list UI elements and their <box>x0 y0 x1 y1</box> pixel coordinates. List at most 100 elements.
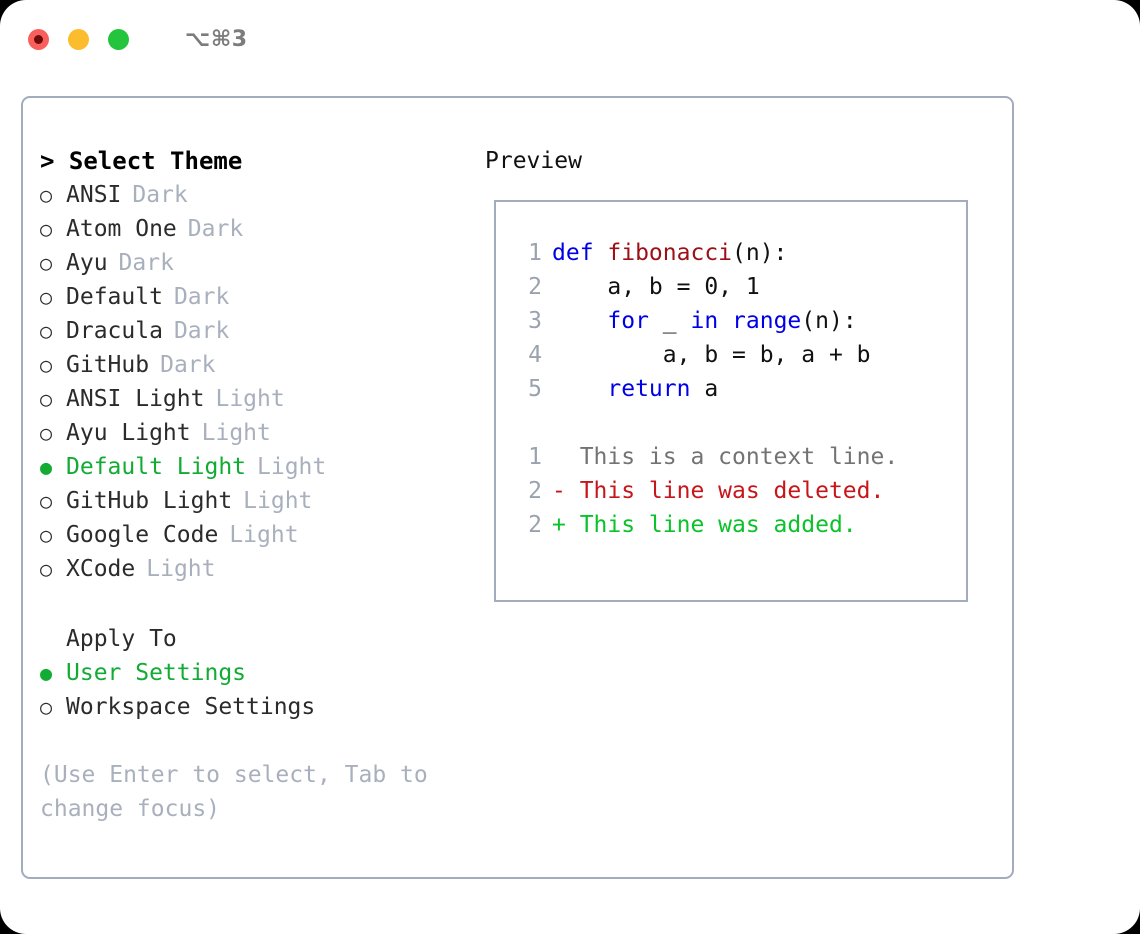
diff-line-text: This is a context line. <box>552 444 899 470</box>
close-window-icon[interactable] <box>28 28 49 50</box>
code-token: in <box>690 308 719 334</box>
theme-option-label: Google Code <box>66 522 219 548</box>
radio-unselected-icon: ○ <box>40 217 53 241</box>
theme-option-label: Ayu Light <box>66 420 191 446</box>
theme-option-atom-one[interactable]: ○ Atom One Dark <box>40 212 490 246</box>
theme-option-label: GitHub <box>66 352 150 378</box>
code-line: 3 for _ in range(n): <box>504 304 962 338</box>
maximize-window-icon[interactable] <box>108 28 129 50</box>
theme-option-category: Light <box>215 386 285 412</box>
code-token: a <box>690 376 719 402</box>
diff-line: 2- This line was deleted. <box>504 474 962 508</box>
theme-option-category: Dark <box>173 318 230 344</box>
code-line-number: 4 <box>528 342 542 368</box>
code-token: def <box>552 240 608 266</box>
theme-option-category: Light <box>257 454 327 480</box>
diff-line-number: 1 <box>528 444 542 470</box>
apply-to-heading: Apply To <box>66 626 177 652</box>
theme-option-label: ANSI Light <box>66 386 205 412</box>
theme-option-category: Dark <box>160 352 216 378</box>
theme-option-label: GitHub Light <box>66 488 233 514</box>
theme-option-default-light[interactable]: ● Default Light Light <box>40 450 490 484</box>
apply-to-option-label: Workspace Settings <box>66 694 316 720</box>
theme-option-category: Dark <box>173 284 230 310</box>
theme-option-category: Light <box>243 488 313 514</box>
radio-unselected-icon: ○ <box>40 183 53 207</box>
theme-option-label: Default Light <box>66 454 247 480</box>
code-line-text: a, b = 0, 1 <box>542 270 760 304</box>
keyboard-hint-text: (Use Enter to select, Tab to change focu… <box>40 762 428 822</box>
code-token: return <box>607 376 691 402</box>
theme-option-category: Light <box>229 522 299 548</box>
apply-to-option-list[interactable]: ● User Settings ○Workspace Settings <box>40 656 490 724</box>
theme-option-label: Atom One <box>66 216 177 242</box>
code-line-number: 1 <box>528 240 542 266</box>
diff-line-number: 2 <box>528 512 542 538</box>
theme-option-xcode[interactable]: ○ XCode Light <box>40 552 490 586</box>
theme-option-category: Dark <box>187 216 244 242</box>
preview-heading: Preview <box>485 148 582 174</box>
code-line-text: a, b = b, a + b <box>542 338 871 372</box>
radio-unselected-icon: ○ <box>40 353 53 377</box>
radio-unselected-icon: ○ <box>40 319 53 343</box>
diff-line: 1 This is a context line. <box>504 440 962 474</box>
code-token: for <box>607 308 649 334</box>
code-line: 5 return a <box>504 372 962 406</box>
theme-option-label: XCode <box>66 556 136 582</box>
diff-line-text: + This line was added. <box>552 512 857 538</box>
traffic-light-group <box>28 28 129 50</box>
theme-option-category: Light <box>201 420 271 446</box>
code-token: fibonacci <box>607 240 733 266</box>
theme-option-github[interactable]: ○ GitHub Dark <box>40 348 490 382</box>
code-line-number: 3 <box>528 308 542 334</box>
code-line-text: for _ in range(n): <box>542 304 857 338</box>
theme-option-google-code[interactable]: ○ Google Code Light <box>40 518 490 552</box>
theme-option-category: Light <box>146 556 216 582</box>
apply-to-option-workspace-settings[interactable]: ○Workspace Settings <box>40 690 490 724</box>
diff-block: 1 This is a context line.2- This line wa… <box>504 440 962 542</box>
theme-option-label: Dracula <box>66 318 163 344</box>
theme-option-label: Ayu <box>66 250 108 276</box>
minimize-window-icon[interactable] <box>68 28 89 50</box>
code-token <box>552 308 607 334</box>
radio-unselected-icon: ○ <box>40 285 53 309</box>
code-token: a, b = 0, 1 <box>552 274 760 300</box>
code-token: a, b = b, a + b <box>552 342 871 368</box>
code-line: 2 a, b = 0, 1 <box>504 270 962 304</box>
diff-line: 2 + This line was added. <box>504 508 962 542</box>
radio-selected-icon: ● <box>40 661 53 685</box>
code-line: 4 a, b = b, a + b <box>504 338 962 372</box>
radio-unselected-icon: ○ <box>40 251 53 275</box>
code-token: _ <box>648 308 691 334</box>
code-line-text: def fibonacci(n): <box>542 236 787 270</box>
theme-option-category: Dark <box>132 182 188 208</box>
title-bar: ⌥⌘3 <box>0 0 1140 78</box>
radio-unselected-icon: ○ <box>40 523 53 547</box>
apply-to-option-user-settings[interactable]: ● User Settings <box>40 656 490 690</box>
code-token: range <box>732 308 802 334</box>
code-line-number: 2 <box>528 274 542 300</box>
apply-to-option-label: User Settings <box>66 660 247 686</box>
radio-unselected-icon: ○ <box>40 557 53 581</box>
theme-option-dracula[interactable]: ○ Dracula Dark <box>40 314 490 348</box>
spacer <box>504 406 962 440</box>
radio-selected-icon: ● <box>40 455 53 479</box>
code-token <box>718 308 732 334</box>
diff-line-text: - This line was deleted. <box>552 478 885 504</box>
code-token: (n): <box>801 308 857 334</box>
